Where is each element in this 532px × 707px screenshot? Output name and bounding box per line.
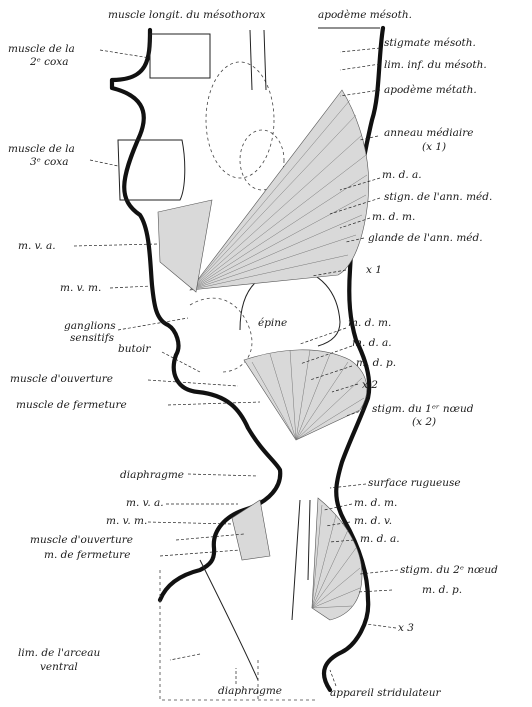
label-muscle-2e-coxa-line2: 2ᵉ coxa [29,56,68,68]
label-muscle-longit: muscle longit. du mésothorax [108,9,266,21]
label-stign-ann-med: stign. de l'ann. méd. [384,191,492,203]
label-muscle-2e-coxa-line1: muscle de la [8,43,75,55]
label-muscle-ouverture-2: muscle d'ouverture [30,534,133,546]
label-x3: x 3 [398,622,414,634]
label-m-d-m-3: m. d. m. [354,497,397,509]
label-diaphragme-1: diaphragme [120,469,184,481]
label-m-d-p-1: m. d. p. [356,357,396,369]
label-appareil-stridulateur: appareil stridulateur [330,687,442,699]
label-m-d-v: m. d. v. [354,515,392,527]
label-stigm-2e-noeud: stigm. du 2ᵉ nœud [400,564,498,576]
label-m-v-a-2: m. v. a. [126,497,164,509]
label-muscle-3e-coxa-line1: muscle de la [8,143,75,155]
label-x2: x 2 [362,379,378,391]
label-muscle-3e-coxa-line2: 3ᵉ coxa [30,156,68,168]
label-stigm-1er-noeud-x2: (x 2) [412,416,436,428]
label-x1: x 1 [366,264,382,276]
label-m-d-m-2: m. d. m. [348,317,391,329]
label-lim-inf-mesoth: lim. inf. du mésoth. [384,59,487,71]
label-m-de-fermeture-2: m. de fermeture [44,549,130,561]
label-m-v-m-2: m. v. m. [106,515,147,527]
label-ventral: ventral [40,661,78,673]
muscle-fans [158,90,369,620]
label-muscle-fermeture-1: muscle de fermeture [16,399,127,411]
label-stigm-1er-noeud: stigm. du 1ᵉʳ nœud [372,403,474,415]
label-muscle-ouverture-1: muscle d'ouverture [10,373,113,385]
label-apodeme-metath: apodème métath. [384,84,477,96]
label-butoir: butoir [118,343,151,355]
labels: muscle longit. du mésothorax apodème més… [8,9,498,699]
label-anneau-mediaire: anneau médiaire [384,127,473,139]
label-sensitifs: sensitifs [70,332,115,344]
label-glande-ann-med: glande de l'ann. méd. [368,232,483,244]
label-m-d-p-2: m. d. p. [422,584,462,596]
label-apodeme-mesoth: apodème mésoth. [318,9,412,21]
label-m-d-a-3: m. d. a. [360,533,400,545]
label-stigmate-mesoth: stigmate mésoth. [384,37,476,49]
label-lim-arceau: lim. de l'arceau [18,647,100,659]
label-m-d-a-1: m. d. a. [382,169,422,181]
label-m-d-a-2: m. d. a. [352,337,392,349]
label-ganglions: ganglions [64,320,116,332]
label-anneau-mediaire-x1: (x 1) [422,141,446,153]
label-epine: épine [258,317,287,329]
label-m-d-m-1: m. d. m. [372,211,415,223]
label-surface-rugueuse: surface rugueuse [368,477,461,489]
label-diaphragme-2: diaphragme [218,685,282,697]
label-m-v-m-1: m. v. m. [60,282,101,294]
label-m-v-a-1: m. v. a. [18,240,56,252]
